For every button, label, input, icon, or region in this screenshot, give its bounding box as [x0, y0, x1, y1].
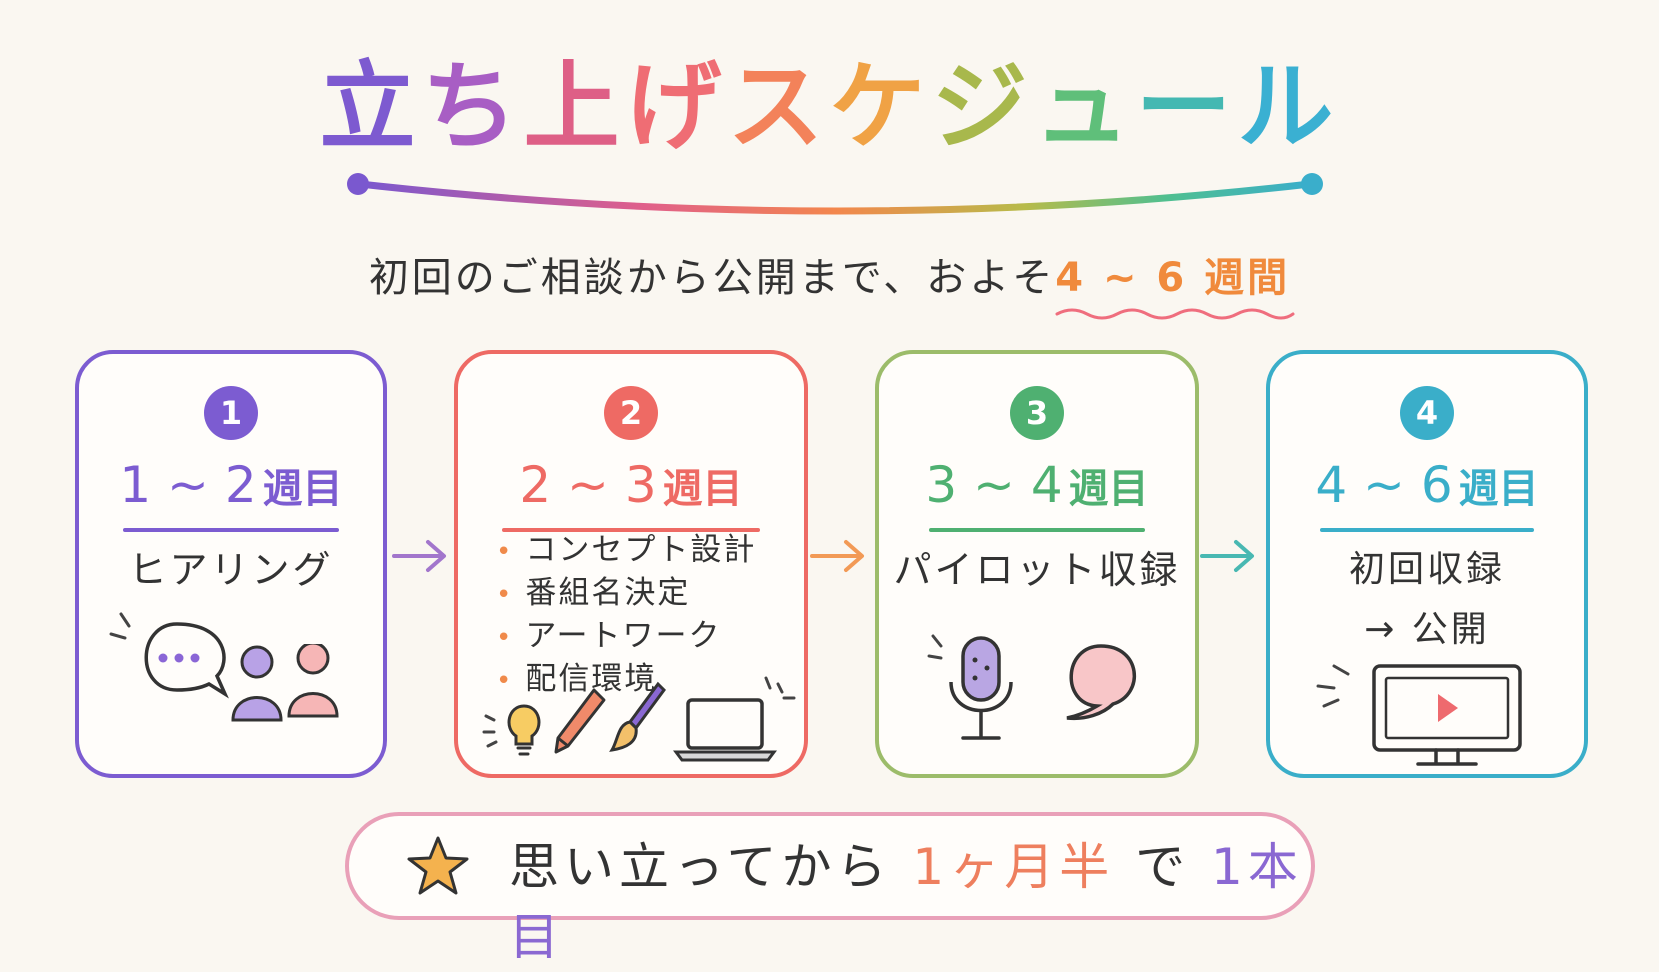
list-item: 番組名決定	[496, 573, 756, 616]
title-char: ル	[1237, 51, 1340, 163]
title-char: ー	[1135, 51, 1238, 163]
week-range-value: 4 ~ 6	[1315, 456, 1453, 514]
week-underline	[1320, 528, 1534, 532]
list-item: コンセプト設計	[496, 530, 756, 573]
star-icon	[407, 836, 469, 895]
step-number-badge: 4	[1400, 386, 1454, 440]
step-number-badge: 2	[604, 386, 658, 440]
week-unit: 週目	[1068, 466, 1149, 512]
step-task-line: 初回収録	[1348, 549, 1505, 590]
speech-bubble-icon	[1066, 644, 1136, 721]
title-char: げ	[625, 51, 728, 163]
arrow-right-icon	[810, 540, 864, 572]
list-item: 配信環境	[496, 659, 756, 702]
step-task: パイロット収録	[893, 548, 1181, 592]
laptop-icon	[673, 676, 796, 762]
page-title: 立ち上げスケジュール	[0, 52, 1659, 162]
lightbulb-icon	[482, 704, 541, 756]
subtitle-highlight: 4 ~ 6 週間	[1055, 248, 1295, 320]
title-underline	[347, 173, 1323, 215]
week-underline	[123, 528, 339, 532]
title-char: ス	[727, 51, 830, 163]
subtitle-text: 初回のご相談から公開まで、およそ	[368, 255, 1056, 301]
arrow-right-icon	[1200, 540, 1254, 572]
step-number-badge: 3	[1010, 386, 1064, 440]
title-char: ジ	[931, 51, 1034, 163]
week-range-value: 1 ~ 2	[119, 456, 257, 514]
list-item: アートワーク	[496, 616, 756, 659]
week-unit: 週目	[262, 466, 343, 512]
title-char: ュ	[1033, 51, 1136, 163]
title-char: ケ	[829, 51, 932, 163]
week-underline	[929, 528, 1145, 532]
step-number-badge: 1	[204, 386, 258, 440]
week-unit: 週目	[1458, 466, 1539, 512]
title-char: ち	[421, 51, 524, 163]
summary-part: で	[1135, 838, 1191, 896]
arrow-right-icon	[392, 540, 446, 572]
monitor-play-icon	[1316, 664, 1522, 766]
summary-part: 思い立ってから	[509, 838, 892, 896]
step-task: 初回収録 → 公開	[1270, 540, 1584, 660]
subtitle-highlight-text: 4 ~ 6 週間	[1055, 255, 1291, 301]
task-list: コンセプト設計 番組名決定 アートワーク 配信環境	[496, 530, 756, 702]
week-range-value: 3 ~ 4	[925, 456, 1063, 514]
week-range-value: 2 ~ 3	[519, 456, 657, 514]
paintbrush-icon	[609, 681, 666, 752]
summary-pill: 思い立ってから 1ヶ月半 で 1本目	[345, 812, 1315, 966]
summary-text: 思い立ってから 1ヶ月半 で 1本目	[509, 832, 1311, 972]
step-card-2: 2 2 ~ 3週目 コンセプト設計 番組名決定 アートワーク 配信環境	[454, 350, 808, 778]
subtitle: 初回のご相談から公開まで、およそ4 ~ 6 週間	[0, 248, 1659, 320]
step-task-line: → 公開	[1364, 609, 1490, 650]
step-task: ヒアリング	[128, 548, 334, 592]
title-char: 上	[523, 51, 626, 163]
people-icon	[231, 644, 339, 722]
microphone-icon	[927, 634, 1013, 740]
pencil-icon	[554, 688, 606, 754]
wavy-underline	[1055, 308, 1295, 320]
summary-highlight: 1ヶ月半	[912, 838, 1115, 896]
title-char: 立	[319, 51, 422, 163]
speech-bubble-icon	[109, 612, 229, 699]
week-unit: 週目	[662, 466, 743, 512]
